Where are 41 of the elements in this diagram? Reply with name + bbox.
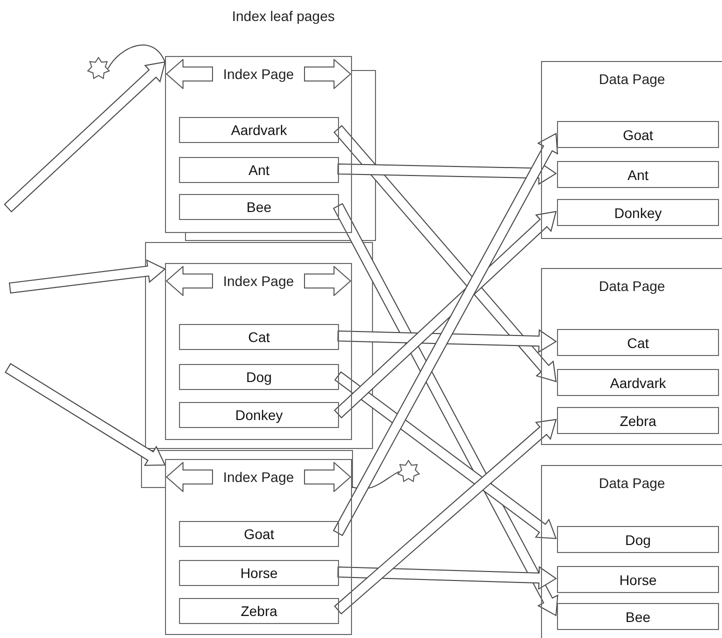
- block-arrow: [337, 566, 557, 590]
- index-page: [165, 263, 352, 440]
- star-shape: [87, 57, 110, 80]
- star-shape: [397, 460, 420, 483]
- block-arrow: [337, 161, 557, 185]
- page-heading: Data Page: [598, 475, 666, 491]
- page-heading: Index Page: [223, 469, 294, 485]
- record-box: Aardvark: [179, 117, 339, 143]
- page-heading: Index Page: [223, 66, 294, 82]
- record-box: Horse: [179, 560, 339, 586]
- record-box: Cat: [179, 324, 339, 350]
- page-heading: Data Page: [598, 71, 666, 87]
- record-box: Goat: [179, 521, 339, 547]
- data-page: [541, 268, 722, 445]
- block-arrow: [334, 418, 557, 614]
- page-heading: Data Page: [598, 278, 666, 294]
- data-page: [541, 465, 722, 638]
- record-box: Ant: [179, 157, 339, 183]
- record-box: Cat: [557, 329, 719, 356]
- record-box: Bee: [179, 194, 339, 220]
- record-box: Bee: [557, 603, 719, 630]
- index-page: [165, 459, 352, 635]
- block-arrow: [332, 132, 558, 536]
- record-box: Dog: [557, 526, 719, 553]
- page-heading: Index Page: [223, 273, 294, 289]
- record-box: Donkey: [179, 402, 339, 428]
- record-box: Goat: [557, 121, 719, 148]
- block-arrow: [8, 259, 166, 294]
- record-box: Aardvark: [557, 369, 719, 396]
- block-arrow: [4, 61, 166, 212]
- connector-line: [108, 44, 166, 69]
- record-box: Zebra: [557, 407, 719, 434]
- data-page: [541, 61, 722, 239]
- record-box: Donkey: [557, 199, 719, 226]
- index-page: [165, 56, 352, 233]
- block-arrow: [4, 363, 166, 466]
- record-box: Zebra: [179, 598, 339, 624]
- record-box: Dog: [179, 364, 339, 390]
- record-box: Horse: [557, 566, 719, 593]
- diagram-title: Index leaf pages: [232, 8, 335, 24]
- record-box: Ant: [557, 161, 719, 188]
